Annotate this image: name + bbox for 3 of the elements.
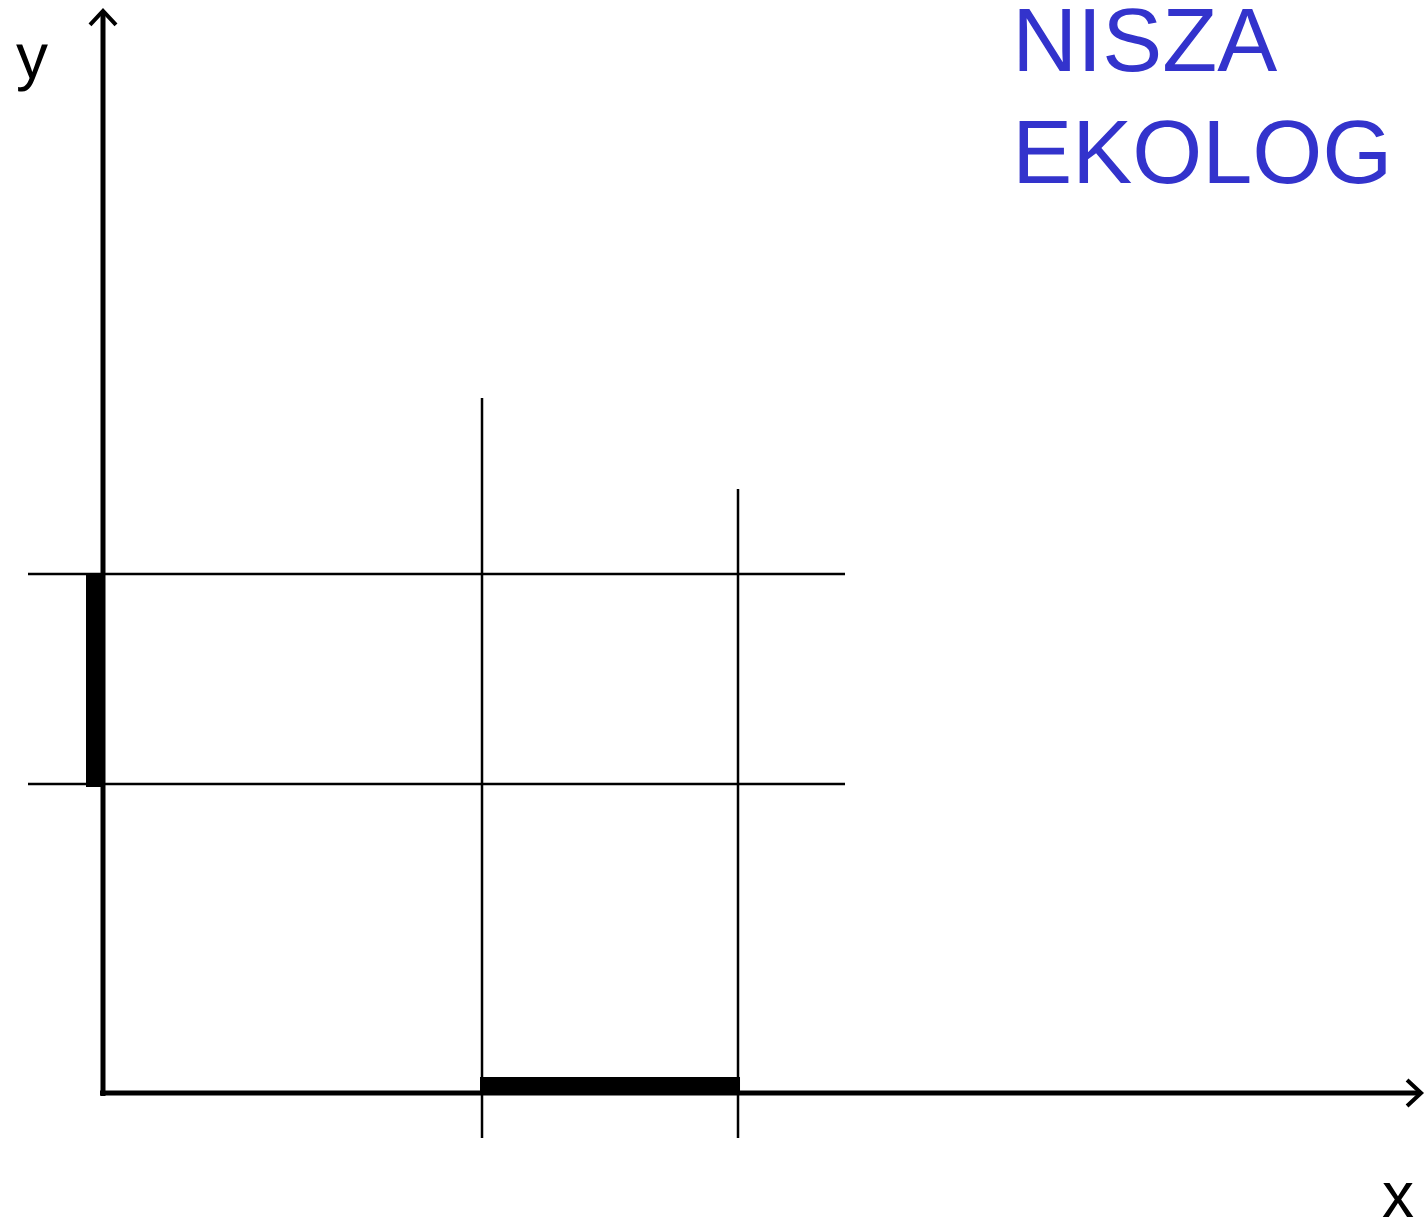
title: NISZA EKOLOG <box>1019 8 1386 184</box>
axis-label: x <box>1382 1183 1414 1217</box>
axis-label: y <box>16 44 48 92</box>
